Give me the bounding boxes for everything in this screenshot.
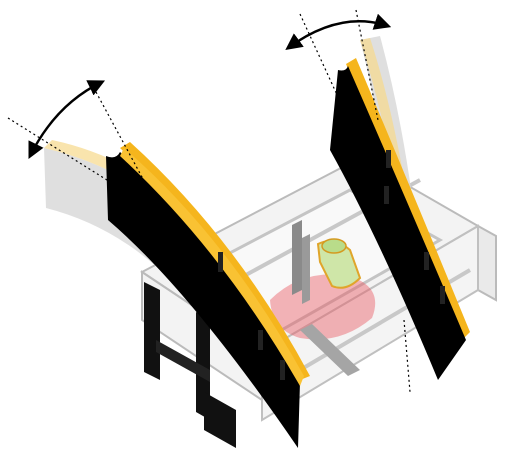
leg-front-left <box>144 282 160 380</box>
vertical-shaft-left <box>292 220 302 295</box>
frame-right-wall <box>478 226 496 300</box>
green-part-cap <box>322 239 346 253</box>
right-pin <box>386 150 391 168</box>
right-pin <box>384 186 389 204</box>
left-pin <box>218 252 223 272</box>
leg-front-right <box>204 392 236 448</box>
right-pin <box>440 286 445 304</box>
left-pin <box>258 330 263 350</box>
left-pin <box>280 360 285 380</box>
vertical-shaft-mid <box>302 234 310 304</box>
right-pin <box>424 252 429 270</box>
